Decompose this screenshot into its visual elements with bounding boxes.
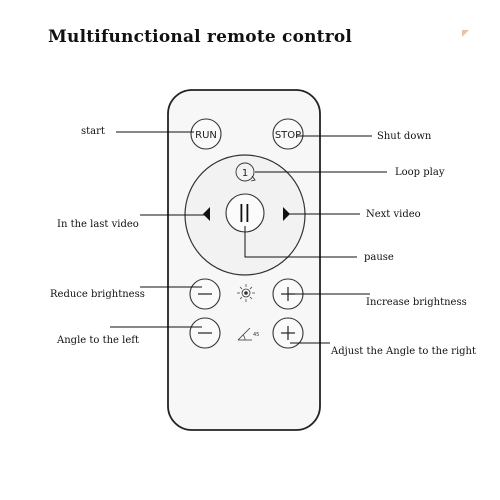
label-angle-right: Adjust the Angle to the right <box>331 346 477 357</box>
run-button[interactable]: RUN <box>190 118 222 150</box>
loop-digit: 1 <box>242 168 248 179</box>
page-title: Multifunctional remote control <box>48 27 353 47</box>
reduce-brightness-button[interactable] <box>189 278 221 310</box>
stop-button-label: STOP <box>275 130 301 141</box>
label-shut-down: Shut down <box>377 131 432 142</box>
label-loop-play: Loop play <box>395 167 445 178</box>
sun-icon <box>237 284 255 302</box>
play-left-icon[interactable] <box>203 207 210 221</box>
pause-icon <box>240 204 249 222</box>
angle-value: 45 <box>253 332 259 338</box>
label-start: start <box>81 126 105 137</box>
label-last-video: In the last video <box>57 219 139 230</box>
stop-button[interactable]: STOP <box>272 118 304 150</box>
angle-icon: 45 <box>237 327 259 341</box>
angle-right-button[interactable] <box>272 317 304 349</box>
label-angle-left: Angle to the left <box>57 335 139 346</box>
loop-button[interactable]: 1 <box>235 162 256 182</box>
angle-left-button[interactable] <box>189 317 221 349</box>
corner-mark <box>462 30 469 37</box>
label-reduce-brightness: Reduce brightness <box>50 289 145 300</box>
label-increase-brightness: Increase brightness <box>366 297 467 308</box>
run-button-label: RUN <box>195 130 217 141</box>
leader-pause <box>244 226 357 258</box>
label-pause: pause <box>364 252 394 263</box>
loop-icon <box>250 175 256 182</box>
leader-lines <box>110 131 387 344</box>
label-next-video: Next video <box>366 209 421 220</box>
